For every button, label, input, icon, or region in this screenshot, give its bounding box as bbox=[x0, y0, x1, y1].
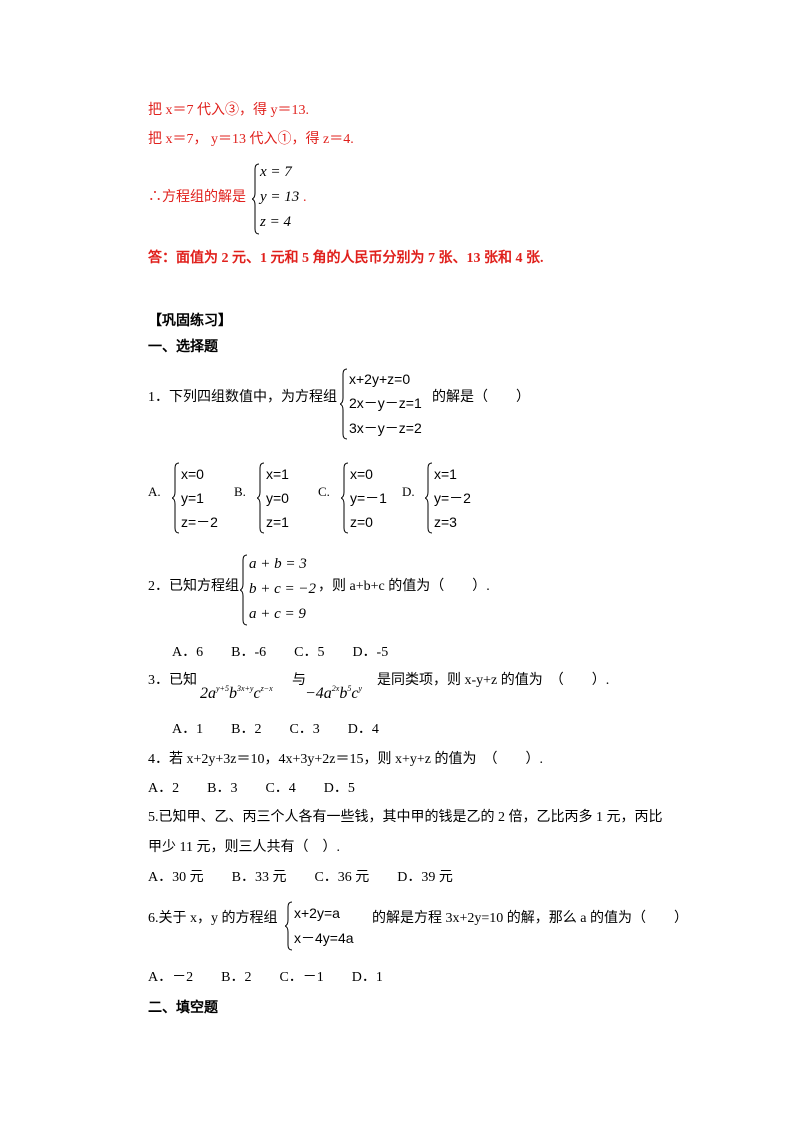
q1-a-row-2: y=1 bbox=[181, 490, 204, 506]
q2-eq-1: a + b = 3 bbox=[249, 556, 307, 572]
q1-eq-2: 2x－y－z=1 bbox=[349, 395, 422, 411]
q3-term2-a: a bbox=[323, 685, 332, 702]
q1-b-row-3: z=1 bbox=[266, 514, 289, 530]
q1-c-row-1: x=0 bbox=[350, 466, 373, 482]
brace-icon bbox=[341, 462, 349, 534]
solution-row-x: x = 7 bbox=[260, 164, 292, 180]
q2-eq-3: a + c = 9 bbox=[249, 606, 306, 622]
q1-option-a-label: A. bbox=[148, 484, 161, 499]
q3-prefix: 3．已知 bbox=[148, 673, 197, 688]
q3-term2-b-exp: 5 bbox=[347, 684, 352, 693]
q2-system: a + b = 3 b + c = −2 a + c = 9 bbox=[240, 554, 330, 626]
q1-a-row-1: x=0 bbox=[181, 466, 204, 482]
q3-term1-a: a bbox=[208, 685, 216, 702]
q1-option-d-label: D. bbox=[402, 484, 415, 499]
q3-term2-a-exp: 2x bbox=[331, 684, 340, 693]
q6-eq-1: x+2y=a bbox=[294, 905, 340, 921]
section-fill-heading: 二、填空题 bbox=[148, 1001, 218, 1016]
solution-row-y: y = 13 bbox=[260, 189, 300, 205]
q1-c-row-2: y=－1 bbox=[350, 490, 387, 506]
solution-system: x = 7 y = 13 z = 4 bbox=[252, 163, 312, 235]
q3-term-1: 2ay+5b3x+ycz−x bbox=[200, 680, 273, 703]
q1-option-c[interactable]: x=0 y=－1 z=0 bbox=[341, 462, 401, 534]
q1-d-row-2: y=－2 bbox=[434, 490, 471, 506]
brace-icon bbox=[425, 462, 433, 534]
brace-icon bbox=[252, 163, 260, 235]
q1-suffix: 的解是（ ） bbox=[432, 390, 530, 405]
q3-term1-b: b bbox=[228, 685, 237, 702]
q2-suffix: ，则 a+b+c 的值为（ ）. bbox=[318, 579, 490, 594]
brace-icon bbox=[240, 554, 248, 626]
answer-line: 答：面值为 2 元、1 元和 5 角的人民币分别为 7 张、13 张和 4 张. bbox=[148, 251, 544, 266]
q3-connector: 与 bbox=[292, 673, 306, 688]
q1-a-row-3: z=－2 bbox=[181, 514, 218, 530]
q6-eq-2: x－4y=4a bbox=[294, 930, 354, 946]
q1-d-row-3: z=3 bbox=[434, 514, 457, 530]
q3-term1-a-exp: y+5 bbox=[216, 684, 229, 693]
q3-options: A．1 B．2 C．3 D．4 bbox=[172, 722, 379, 737]
q6-options: A．－2 B．2 C．－1 D．1 bbox=[148, 970, 383, 985]
q1-option-b[interactable]: x=1 y=0 z=1 bbox=[257, 462, 307, 534]
brace-icon bbox=[285, 901, 293, 951]
q1-option-c-label: C. bbox=[318, 484, 330, 499]
q2-prefix: 2．已知方程组 bbox=[148, 579, 239, 594]
q6-suffix: 的解是方程 3x+2y=10 的解，那么 a 的值为（ ） bbox=[372, 911, 689, 926]
q1-option-d[interactable]: x=1 y=－2 z=3 bbox=[425, 462, 485, 534]
brace-icon bbox=[172, 462, 180, 534]
q1-eq-1: x+2y+z=0 bbox=[349, 371, 411, 387]
q4-text: 4．若 x+2y+3z＝10，4x+3y+2z＝15，则 x+y+z 的值为 （… bbox=[148, 752, 544, 767]
q1-system: x+2y+z=0 2x－y－z=1 3x－y－z=2 bbox=[340, 368, 430, 440]
q5-line-2: 甲少 11 元，则三人共有（ ）. bbox=[148, 840, 340, 855]
q3-suffix: 是同类项，则 x-y+z 的值为 （ ）. bbox=[377, 673, 610, 688]
q2-options: A．6 B．-6 C．5 D．-5 bbox=[172, 645, 389, 660]
solution-line-1: 把 x＝7 代入③，得 y＝13. bbox=[148, 103, 309, 118]
q1-option-b-label: B. bbox=[234, 484, 246, 499]
q3-term1-c: c bbox=[253, 685, 261, 702]
q1-eq-3: 3x－y－z=2 bbox=[349, 420, 422, 436]
q1-b-row-1: x=1 bbox=[266, 466, 289, 482]
conclusion-prefix: ∴方程组的解是 bbox=[148, 190, 246, 205]
q3-term2-coef: −4 bbox=[305, 685, 324, 702]
q1-d-row-1: x=1 bbox=[434, 466, 457, 482]
q3-term2-b: b bbox=[339, 685, 348, 702]
section-choice-heading: 一、选择题 bbox=[148, 340, 218, 355]
q4-options: A．2 B．3 C．4 D．5 bbox=[148, 781, 355, 796]
q3-term2-c-exp: y bbox=[358, 684, 363, 693]
q2-eq-2: b + c = −2 bbox=[249, 581, 317, 597]
conclusion-suffix: . bbox=[303, 190, 307, 205]
brace-icon bbox=[340, 368, 348, 440]
q3-term1-c-exp: z−x bbox=[260, 684, 273, 693]
q5-line-1: 5.已知甲、乙、丙三个人各有一些钱，其中甲的钱是乙的 2 倍，乙比丙多 1 元，… bbox=[148, 810, 663, 825]
solution-row-z: z = 4 bbox=[260, 214, 291, 230]
q5-options: A．30 元 B．33 元 C．36 元 D．39 元 bbox=[148, 870, 453, 885]
q6-prefix: 6.关于 x，y 的方程组 bbox=[148, 911, 278, 926]
solution-line-2: 把 x＝7， y＝13 代入①，得 z＝4. bbox=[148, 132, 354, 147]
q1-option-a[interactable]: x=0 y=1 z=－2 bbox=[172, 462, 232, 534]
q3-term1-b-exp: 3x+y bbox=[236, 684, 254, 693]
q1-prefix: 1．下列四组数值中，为方程组 bbox=[148, 390, 337, 405]
q3-term2-c: c bbox=[351, 685, 359, 702]
brace-icon bbox=[257, 462, 265, 534]
q1-c-row-3: z=0 bbox=[350, 514, 373, 530]
q3-term-2: −4a2xb5cy bbox=[305, 680, 362, 703]
practice-heading: 【巩固练习】 bbox=[148, 314, 232, 329]
q3-term1-coef: 2 bbox=[200, 685, 208, 702]
q1-b-row-2: y=0 bbox=[266, 490, 289, 506]
q6-system: x+2y=a x－4y=4a bbox=[285, 901, 365, 951]
